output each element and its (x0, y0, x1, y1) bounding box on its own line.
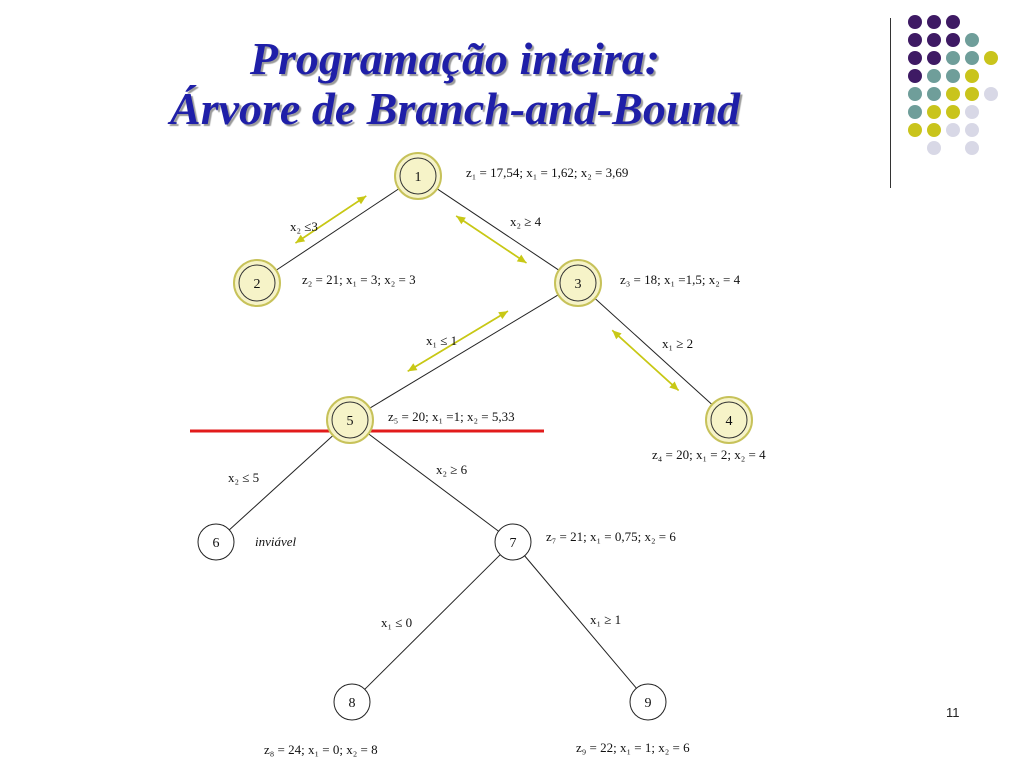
page-number: 11 (946, 705, 960, 720)
decor-dot (927, 69, 941, 83)
tree-node-label: 9 (645, 696, 652, 711)
node-8-solution: z₈ = 24; x₁ = 0; x₂ = 8 (264, 742, 378, 757)
edge-n3-n5 (369, 294, 559, 409)
decor-dot (946, 33, 960, 47)
decor-dot (965, 51, 979, 65)
decor-dot (927, 51, 941, 65)
tree-node-label: 2 (254, 277, 261, 292)
node-6-infeasible-label: inviável (255, 534, 297, 549)
node-1-solution: z₁ = 17,54; x₁ = 1,62; x₂ = 3,69 (466, 165, 628, 180)
tree-node-1: 1 (394, 152, 442, 200)
tree-node-5: 5 (326, 396, 374, 444)
tree-node-label: 4 (726, 414, 733, 429)
decor-dot (965, 105, 979, 119)
decor-dot (984, 51, 998, 65)
node-5-solution: z₅ = 20; x₁ =1; x₂ = 5,33 (388, 409, 515, 424)
edge-n5-n7 (368, 433, 499, 532)
slide-title-line-1: Programação inteira: (249, 33, 661, 84)
decor-dot (965, 33, 979, 47)
slide-title: Programação inteira: Árvore de Branch-an… (60, 34, 850, 134)
node-3-solution: z₃ = 18; x₁ =1,5; x₂ = 4 (620, 272, 741, 287)
node-9-solution: z₉ = 22; x₁ = 1; x₂ = 6 (576, 740, 690, 755)
tree-node-label: 7 (510, 536, 517, 551)
decorative-dot-grid (908, 15, 998, 155)
tree-node-7: 7 (494, 523, 532, 561)
tree-node-label: 8 (349, 696, 356, 711)
decor-dot (946, 51, 960, 65)
traversal-arrows (294, 195, 680, 392)
traversal-arrow-n4-n3 (611, 329, 677, 389)
decor-dot (927, 15, 941, 29)
tree-node-label: 1 (415, 170, 422, 185)
decor-dot (908, 105, 922, 119)
decor-dot (908, 15, 922, 29)
branch-label-x1-le-1: x₁ ≤ 1 (426, 333, 457, 348)
node-2-solution: z₂ = 21; x₁ = 3; x₂ = 3 (302, 272, 416, 287)
decor-dot (946, 105, 960, 119)
branch-label-x2-ge-4: x₂ ≥ 4 (510, 214, 542, 229)
decor-dot (927, 105, 941, 119)
node-4-solution: z₄ = 20; x₁ = 2; x₂ = 4 (652, 447, 766, 462)
edge-n5-n6 (228, 435, 334, 531)
decor-dot (927, 87, 941, 101)
edge-n7-n9 (524, 555, 637, 689)
tree-node-8: 8 (333, 683, 371, 721)
decor-dot (908, 69, 922, 83)
traversal-arrow-n2-n1 (298, 195, 367, 242)
decor-dot (908, 87, 922, 101)
decor-dot (946, 123, 960, 137)
decor-dot (908, 33, 922, 47)
edge-n7-n8 (364, 554, 501, 690)
branch-label-x1-ge-1: x₁ ≥ 1 (590, 612, 621, 627)
decor-dot (965, 123, 979, 137)
tree-node-3: 3 (554, 259, 602, 307)
branch-label-x1-ge-2: x₁ ≥ 2 (662, 336, 693, 351)
decor-dot (927, 123, 941, 137)
tree-node-6: 6 (197, 523, 235, 561)
edge-n1-n2 (275, 188, 400, 271)
decor-dot (946, 69, 960, 83)
tree-node-4: 4 (705, 396, 753, 444)
decor-dot (984, 87, 998, 101)
branch-label-x2-le-3: x₂ ≤3 (290, 219, 318, 234)
decor-dot (927, 141, 941, 155)
branch-label-x1-le-0: x₁ ≤ 0 (381, 615, 412, 630)
decor-dot (908, 51, 922, 65)
branch-label-x2-ge-6: x₂ ≥ 6 (436, 462, 468, 477)
tree-node-label: 3 (575, 277, 582, 292)
decor-dot (946, 87, 960, 101)
edge-n3-n4 (594, 298, 713, 405)
edge-n1-n3 (436, 188, 560, 271)
decor-dot (946, 15, 960, 29)
traversal-arrow-n5-n3 (411, 310, 509, 370)
slide-title-line-2: Árvore de Branch-and-Bound (170, 83, 740, 134)
decor-dot (908, 123, 922, 137)
branch-label-x2-le-5: x₂ ≤ 5 (228, 470, 259, 485)
decor-dot (965, 87, 979, 101)
traversal-arrow-n3-n1 (455, 215, 524, 262)
tree-nodes: 1 2 3 4 5 6 7 8 9 (197, 152, 753, 721)
decor-dot (927, 33, 941, 47)
tree-node-label: 6 (213, 536, 220, 551)
decorative-divider (890, 18, 891, 188)
decor-dot (965, 141, 979, 155)
tree-node-9: 9 (629, 683, 667, 721)
tree-edges (228, 188, 713, 690)
tree-node-label: 5 (347, 414, 354, 429)
node-7-solution: z₇ = 21; x₁ = 0,75; x₂ = 6 (546, 529, 676, 544)
decor-dot (965, 69, 979, 83)
tree-node-2: 2 (233, 259, 281, 307)
